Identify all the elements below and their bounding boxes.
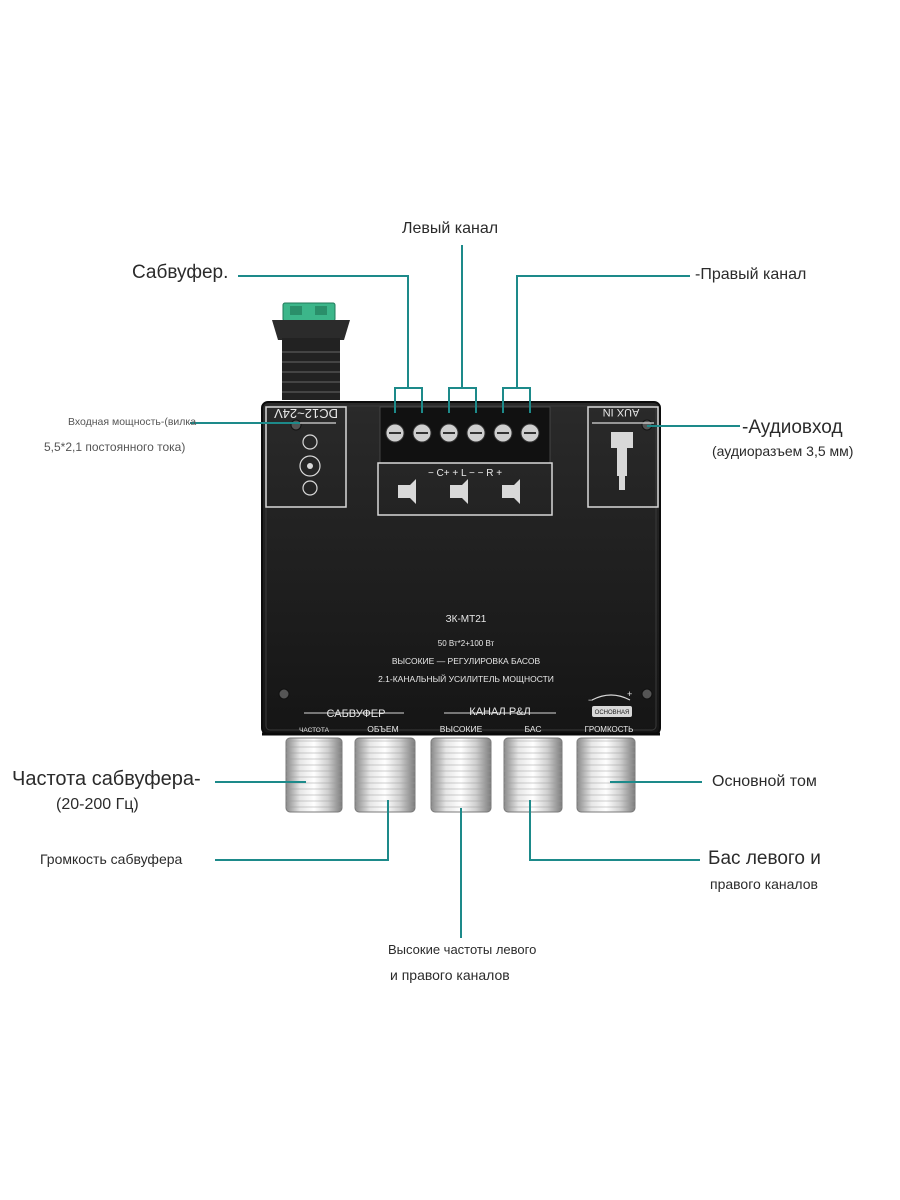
label-audio-in-2: (аудиоразъем 3,5 мм): [712, 443, 854, 459]
label-power-input-1: Входная мощность-(вилка: [68, 416, 197, 428]
label-power-input-2: 5,5*2,1 постоянного тока): [44, 440, 186, 454]
label-bass-2: правого каналов: [710, 876, 818, 892]
label-sub-freq-1: Частота сабвуфера-: [12, 768, 201, 790]
master-plus-sign: +: [627, 689, 632, 699]
label-treble-2: и правого каналов: [390, 967, 510, 983]
model-name: ЗК-МТ21: [446, 614, 487, 625]
knob-master-volume: [576, 737, 636, 813]
speaker-terminal-block: − C+ + L − − R +: [377, 406, 553, 516]
master-badge: ОСНОВНАЯ: [595, 710, 630, 716]
knobs: [285, 737, 636, 813]
section-subwoofer-label: САБВУФЕР: [327, 708, 386, 720]
speaker-icons: [398, 479, 520, 504]
label-left-channel: Левый канал: [402, 220, 499, 237]
board-tagline: ВЫСОКИЕ — РЕГУЛИРОВКА БАСОВ: [392, 656, 541, 666]
section-lr-label: КАНАЛ Р&Л: [469, 706, 530, 718]
knob-label-bass: БАС: [524, 724, 541, 734]
knob-label-freq: ЧАСТОТА: [299, 727, 329, 734]
amplifier-board: DC12~24V − C+ + L − − R +: [261, 401, 661, 736]
label-sub-freq-2: (20-200 Гц): [56, 796, 139, 813]
leader-lines: [190, 245, 740, 938]
label-subwoofer: Сабвуфер.: [132, 262, 229, 283]
board-description: 2.1-КАНАЛЬНЫЙ УСИЛИТЕЛЬ МОЩНОСТИ: [378, 673, 554, 684]
dc-connector: [272, 302, 350, 400]
dc-voltage-label: DC12~24V: [274, 406, 338, 421]
master-volume-indicator: − + ОСНОВНАЯ: [588, 689, 632, 717]
knob-treble: [430, 737, 492, 813]
power-rating: 50 Вт*2+100 Вт: [438, 639, 495, 648]
aux-label: AUX IN: [603, 406, 640, 418]
label-treble-1: Высокие частоты левого: [388, 942, 537, 957]
aux-input-panel: AUX IN: [587, 406, 659, 508]
label-bass-1: Бас левого и: [708, 848, 821, 869]
knob-label-volume: ОБЪЕМ: [367, 724, 398, 734]
dc-input-panel: DC12~24V: [265, 406, 347, 508]
terminal-polarity-label: − C+ + L − − R +: [428, 468, 502, 479]
knob-subwoofer-frequency: [285, 737, 343, 813]
label-right-channel: -Правый канал: [695, 266, 807, 283]
label-sub-volume: Громкость сабвуфера: [40, 851, 183, 867]
terminal-screws: [385, 423, 540, 443]
knob-subwoofer-volume: [354, 737, 416, 813]
knob-label-treble: ВЫСОКИЕ: [440, 724, 483, 734]
knob-label-master: ГРОМКОСТЬ: [585, 725, 634, 734]
master-minus-sign: −: [588, 695, 593, 705]
label-main-volume: Основной том: [712, 773, 817, 790]
knob-bass: [503, 737, 563, 813]
label-audio-in-1: -Аудиовход: [742, 417, 843, 438]
